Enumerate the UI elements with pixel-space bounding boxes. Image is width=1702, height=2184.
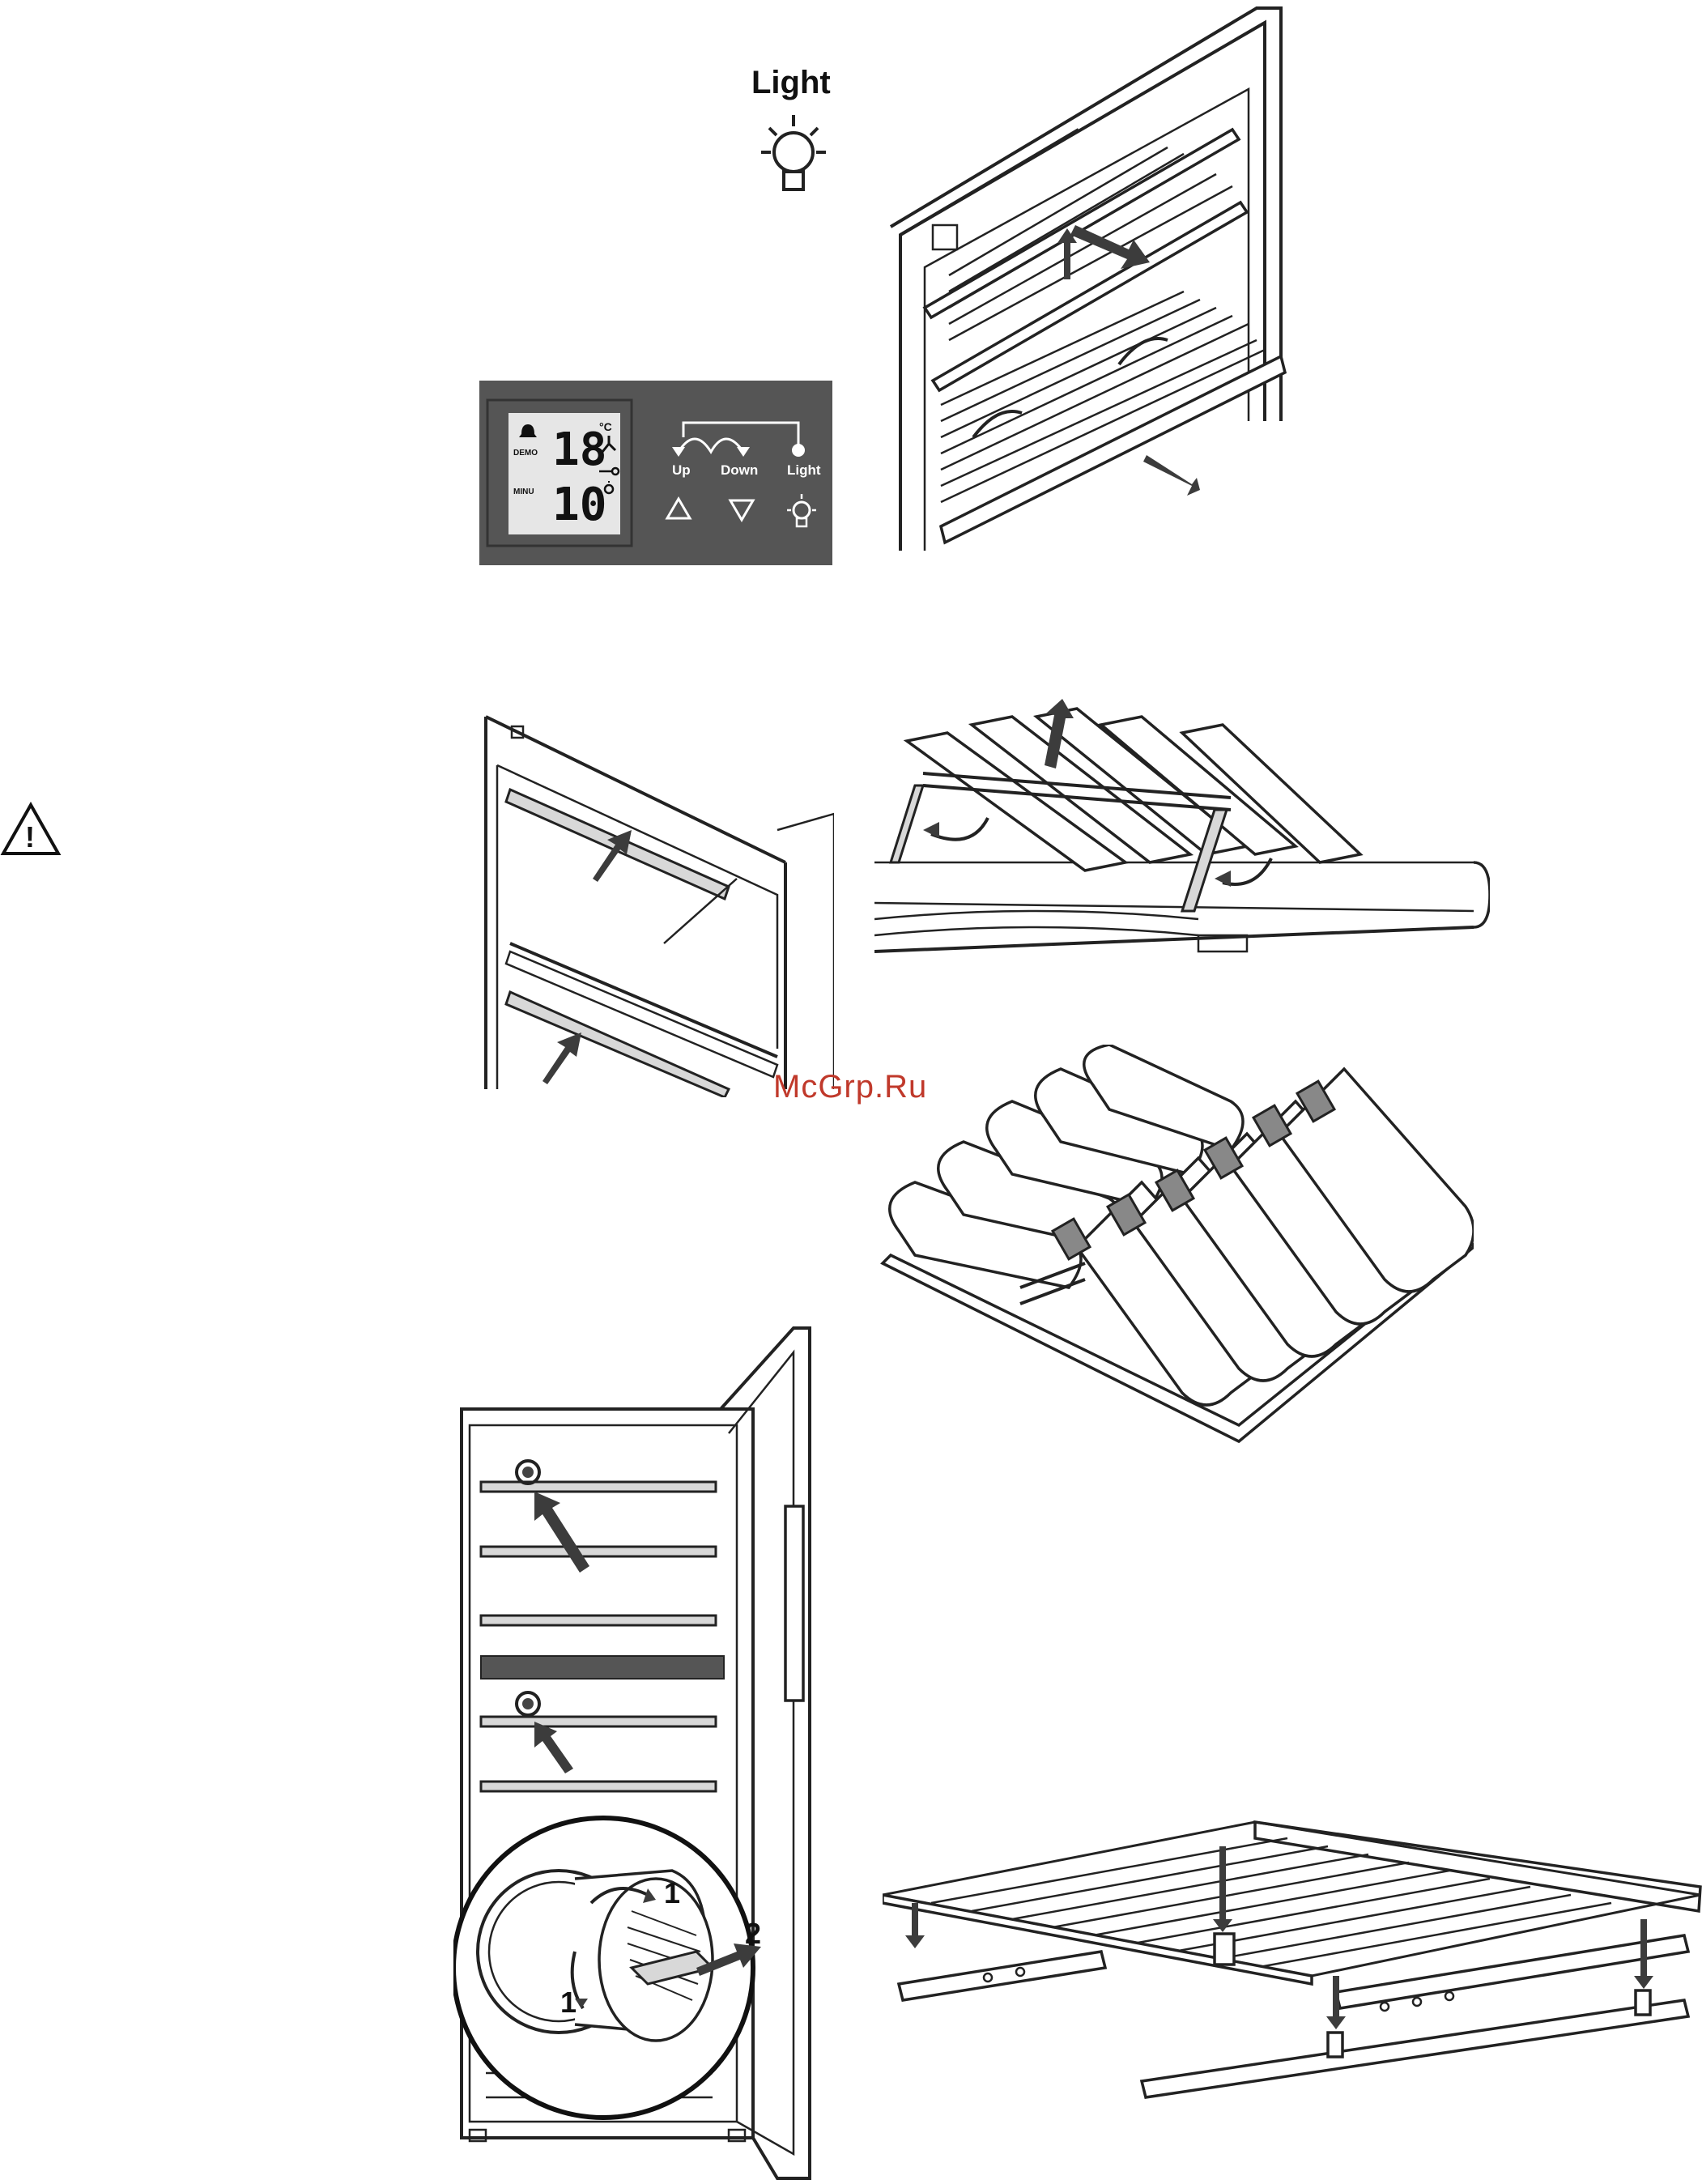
- interior-light-illustration: [462, 709, 834, 1097]
- light-label: Light: [787, 462, 821, 478]
- step-1b-label: 1: [560, 1986, 577, 2019]
- pull-arrow-2-icon: [1143, 455, 1200, 496]
- warning-triangle-icon: !: [0, 802, 62, 858]
- filter-knob-bottom-icon: [517, 1692, 539, 1715]
- demo-label: DEMO: [513, 449, 538, 458]
- light-callout-label: Light: [751, 65, 831, 101]
- unit-label: °C: [599, 420, 612, 433]
- cabinet-shelf-illustration: [876, 0, 1289, 559]
- warning-symbol: !: [25, 820, 35, 854]
- bottles-on-shelf-illustration: [874, 1045, 1474, 1450]
- step-1-label: 1: [664, 1876, 680, 1909]
- control-panel: DEMO MINU 18 10 °C Up Down Light: [479, 381, 832, 565]
- bulb-icon: [753, 113, 834, 202]
- filter-knob-top-icon: [517, 1461, 539, 1484]
- up-label: Up: [672, 462, 691, 478]
- rail-arrow-2-icon: [1213, 1846, 1232, 1932]
- bottom-temperature: 10: [552, 479, 606, 531]
- menu-label: MINU: [513, 487, 534, 496]
- down-label: Down: [721, 462, 758, 478]
- filter-arrow-top-icon: [534, 1492, 589, 1573]
- filter-arrow-bottom-icon: [534, 1722, 573, 1773]
- light-strip-arrow-bottom-icon: [543, 1032, 581, 1084]
- refrigerator-open-door-illustration: 1 1 2: [453, 1320, 842, 2184]
- shelf-rails-illustration: [883, 1806, 1702, 2114]
- bottle-rack-illustration: [874, 692, 1490, 992]
- pull-arrow-icon: [1070, 225, 1150, 269]
- step-2-label: 2: [745, 1917, 761, 1950]
